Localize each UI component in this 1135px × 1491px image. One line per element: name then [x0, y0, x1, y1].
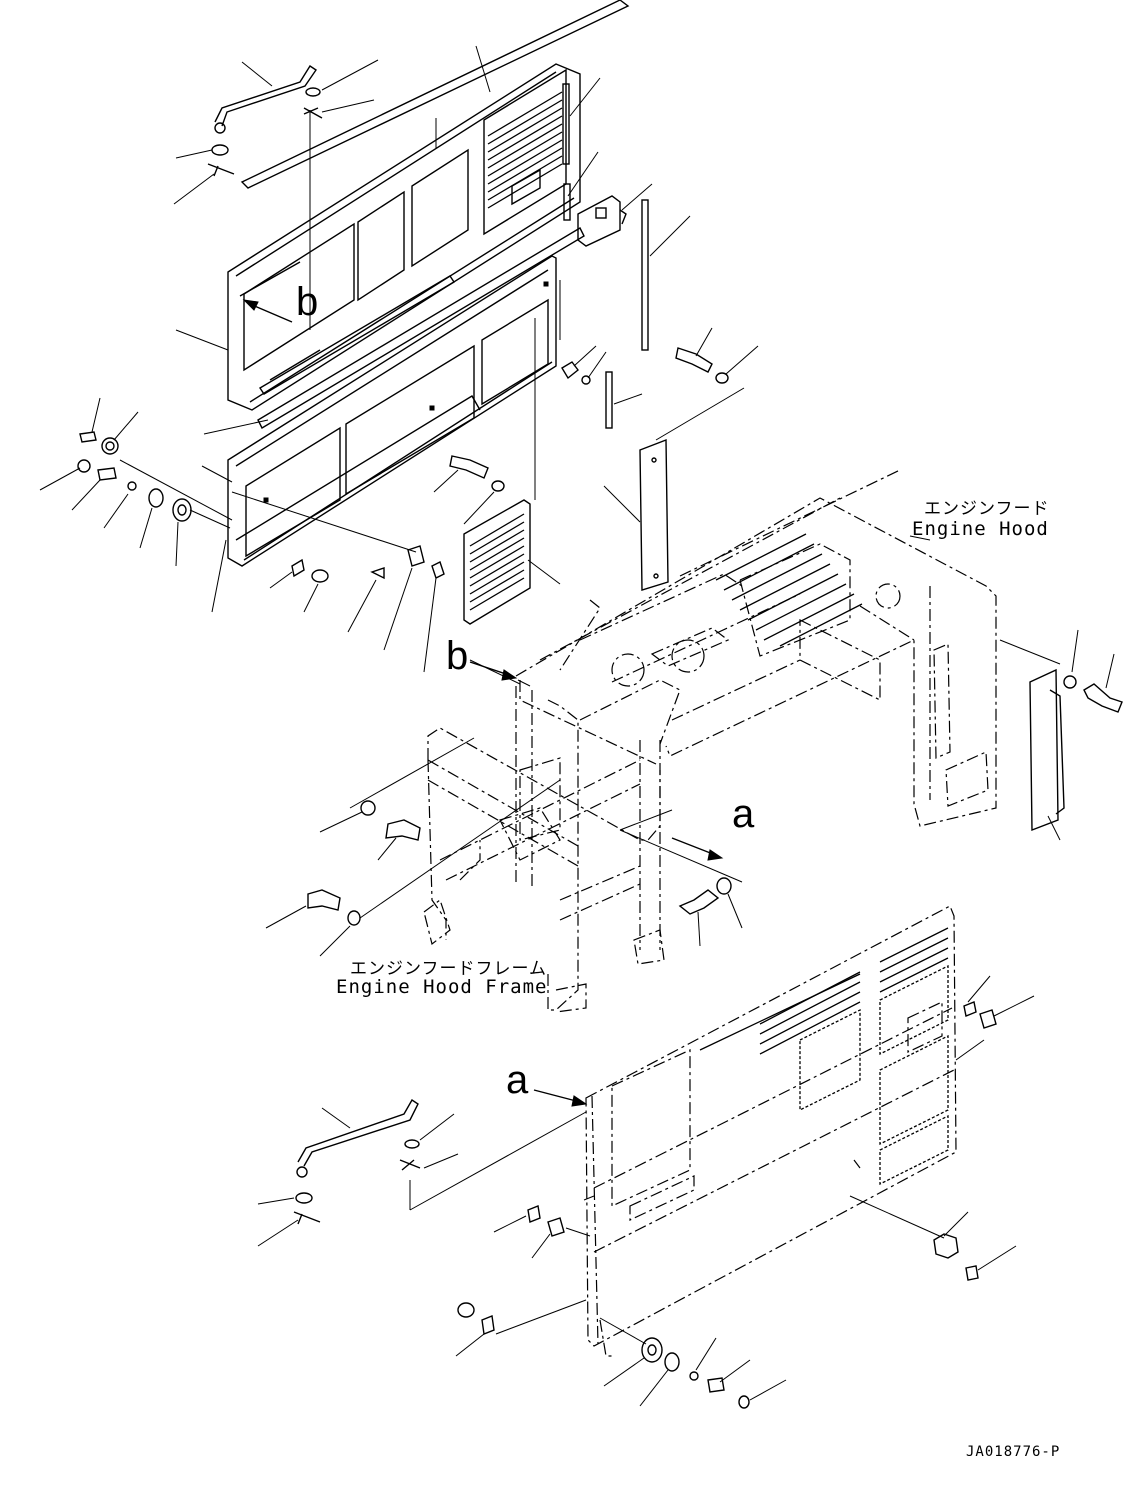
view-ref-a-right: a — [732, 792, 755, 836]
door-seal-strips — [475, 45, 691, 429]
upper-grill-hatching — [487, 91, 563, 209]
lower-stay-rod-group — [257, 1099, 587, 1247]
engine-hood-label-ja: エンジンフード — [924, 499, 1050, 519]
lower-side-door-panel — [227, 255, 561, 567]
lower-cover-grill-hatching — [699, 927, 949, 1186]
engine-hood-frame-label-en: Engine Hood Frame — [336, 976, 548, 998]
frame-bolt-group-right — [678, 877, 743, 947]
engine-hood-label-en: Engine Hood — [912, 518, 1049, 540]
view-ref-arrows — [242, 299, 724, 1107]
door-latch-bracket — [561, 183, 653, 385]
center-bolt-group — [433, 455, 505, 525]
drawing-number: JA018776-P — [966, 1444, 1061, 1460]
engine-hood-frame — [349, 659, 743, 1013]
view-ref-b-upper: b — [296, 280, 319, 324]
engine-hood-grill-hatching — [715, 533, 863, 647]
upper-stay-rod-group — [173, 59, 379, 330]
lower-side-cover — [583, 905, 985, 1357]
hinge-hardware-group — [39, 329, 269, 613]
engine-hood-frame-label-ja: エンジンフードフレーム — [350, 959, 547, 979]
cover-grill — [463, 499, 561, 625]
door-fastener-group — [231, 491, 445, 673]
view-ref-a-lower: a — [506, 1058, 529, 1102]
cover-grill-hatching — [469, 513, 525, 611]
hood-side-plate — [603, 327, 759, 591]
hood-side-handle-plate — [999, 629, 1123, 841]
view-ref-b-lower: b — [446, 634, 469, 678]
upper-side-door-panel — [227, 0, 630, 429]
frame-bolt-group-left — [265, 800, 421, 957]
lower-cover-fastener-group — [455, 975, 1035, 1409]
engine-hood — [515, 469, 997, 827]
